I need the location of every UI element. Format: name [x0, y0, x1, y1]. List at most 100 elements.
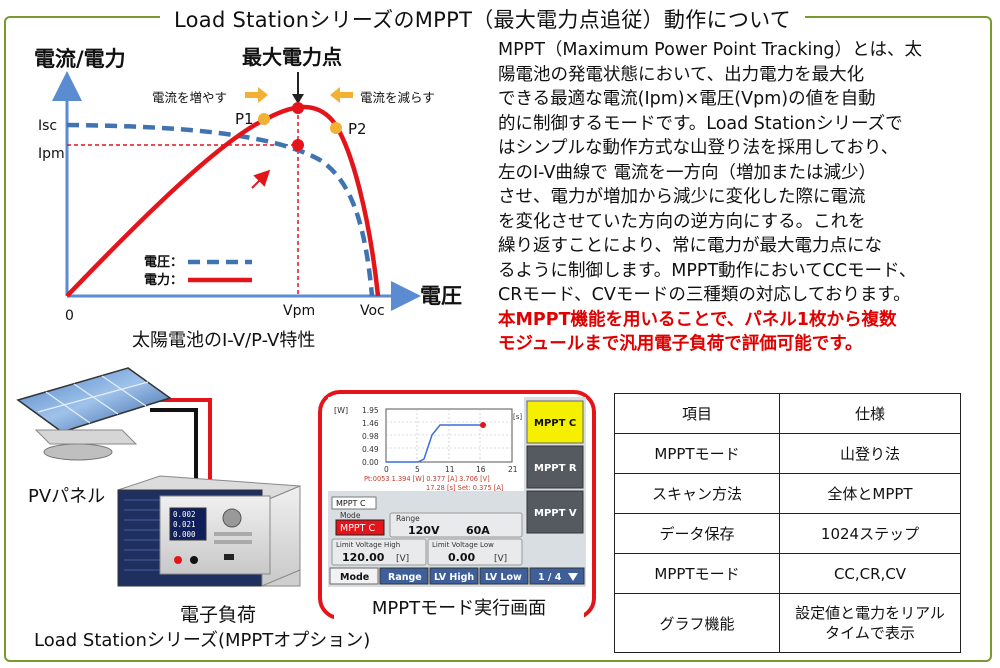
desc-line: るように制御します。MPPT動作においてCCモード、 — [498, 260, 917, 281]
highlight-line: 本MPPT機能を用いることで、パネル1枚から複数 — [498, 309, 897, 330]
p2-label: P2 — [348, 120, 367, 138]
spec-header-cell: 項目 — [614, 393, 780, 434]
screen-x-tick: 5 — [415, 465, 420, 474]
spec-item: MPPTモード — [614, 433, 780, 474]
desc-line: CRモード、CVモードの三種類の対応しております。 — [498, 285, 911, 305]
side-button-mppt-r[interactable]: MPPT R — [526, 445, 584, 489]
origin-label: 0 — [65, 308, 74, 324]
increase-label: 電流を増やす — [152, 90, 227, 105]
spec-item: データ保存 — [614, 513, 780, 554]
screen-power-trace — [386, 424, 483, 463]
screen-y-tick: 1.95 — [362, 406, 379, 415]
spec-header-cell: 仕様 — [779, 393, 961, 434]
spec-row: グラフ機能 設定値と電力をリアル タイムで表示 — [614, 593, 961, 653]
screen-mode-value: MPPT C — [340, 523, 375, 534]
tracking-arrow — [251, 169, 271, 189]
voc-label: Voc — [360, 303, 385, 319]
side-button-mppt-v[interactable]: MPPT V — [526, 490, 584, 534]
bottom-button-lv-low[interactable]: LV Low — [479, 567, 529, 585]
decrease-label: 電流を減らす — [360, 90, 435, 105]
screen-lvl-label: Limit Voltage Low — [432, 541, 494, 549]
screen-lvl-value: 0.00 — [448, 551, 475, 564]
spec-value-line: タイムで表示 — [825, 624, 915, 642]
screen-lvh-value: 120.00 — [342, 551, 385, 564]
max-power-point — [292, 102, 304, 114]
desc-line: できる最適な電流(Ipm)×電圧(Vpm)の値を自動 — [498, 89, 876, 109]
desc-line: はシンプルな動作方式な山登り法を採用しており、 — [498, 138, 899, 158]
screen-readout: Pt:0053 1.394 [W] 0.377 [A] 3.706 [V] — [364, 475, 490, 483]
spec-row: MPPTモード 山登り法 — [614, 433, 961, 474]
svg-text:MPPT V: MPPT V — [534, 508, 577, 519]
device-reading: 0.002 — [173, 510, 196, 519]
decrease-arrow — [330, 87, 353, 103]
screen-x-tick: 11 — [445, 465, 455, 474]
svg-text:1 / 4: 1 / 4 — [538, 572, 562, 583]
screen-x-tick: 0 — [384, 465, 389, 474]
screen-y-tick: 0.98 — [362, 432, 379, 441]
screen-caption: MPPTモード実行画面 — [334, 594, 584, 620]
increase-arrow — [245, 87, 268, 103]
ipm-label: Ipm — [38, 146, 65, 162]
screen-range-label: Range — [396, 514, 420, 523]
bottom-button-lv-high[interactable]: LV High — [429, 567, 479, 585]
spec-row: MPPTモード CC,CR,CV — [614, 553, 961, 594]
spec-item: スキャン方法 — [614, 473, 780, 514]
spec-row: データ保存 1024ステップ — [614, 513, 961, 554]
spec-item: MPPTモード — [614, 553, 780, 594]
screen-mode-tag: MPPT C — [336, 499, 366, 508]
description: MPPT（Maximum Power Point Tracking）とは、太 陽… — [498, 38, 978, 357]
chart-caption: 太陽電池のI-V/P-V特性 — [132, 330, 315, 351]
spec-value: CC,CR,CV — [779, 553, 961, 594]
mppt-screen: [W] 1.95 1.46 0.98 0.49 0.00 [s] 0 5 11 … — [328, 397, 586, 587]
side-button-mppt-c[interactable]: MPPT C — [526, 400, 584, 444]
spec-value: 1024ステップ — [779, 513, 961, 554]
spec-row: スキャン方法 全体とMPPT — [614, 473, 961, 514]
svg-text:LV High: LV High — [434, 572, 474, 583]
desc-line: 陽電池の発電状態において、出力電力を最大化 — [498, 64, 865, 85]
page-down-icon — [568, 573, 578, 581]
load-label: 電子負荷 — [180, 604, 257, 626]
p2-point — [330, 122, 342, 134]
ipm-point — [292, 139, 304, 151]
p1-label: P1 — [235, 110, 254, 128]
p1-point — [258, 113, 270, 125]
peak-label: 最大電力点 — [242, 45, 342, 69]
iv-pv-chart: 電流/電力 電圧 最大電力点 P1 P2 電流を増やす 電流を減らす Isc I… — [34, 45, 462, 351]
spec-value: 山登り法 — [779, 433, 961, 474]
hardware-illustration: 0.002 0.021 0.000 — [16, 367, 301, 587]
x-axis-label: 電圧 — [420, 284, 462, 308]
spec-value-line: 設定値と電力をリアル — [795, 604, 945, 622]
screen-mode-label: Mode — [340, 511, 361, 520]
svg-text:MPPT C: MPPT C — [534, 418, 576, 429]
voltage-curve — [66, 122, 375, 297]
bottom-button-mode[interactable]: Mode — [329, 567, 379, 585]
svg-text:Mode: Mode — [340, 572, 369, 583]
screen-lvh-label: Limit Voltage High — [336, 541, 400, 549]
svg-text:Range: Range — [388, 572, 422, 583]
svg-text:LV Low: LV Low — [485, 572, 522, 583]
spec-value: 設定値と電力をリアル タイムで表示 — [779, 593, 961, 653]
desc-line: 左のI-V曲線で 電流を一方向（増加または減少） — [498, 162, 876, 183]
spec-header-row: 項目 仕様 — [614, 393, 961, 434]
desc-line: させ、電力が増加から減少に変化した際に電流 — [498, 187, 866, 207]
screen-lvh-unit: [V] — [396, 554, 409, 564]
screen-x-unit: [s] — [513, 413, 522, 421]
screen-y-tick: 0.00 — [362, 458, 379, 467]
screen-lvl-unit: [V] — [494, 554, 507, 564]
spec-value: 全体とMPPT — [779, 473, 961, 514]
screen-range-a: 60A — [466, 524, 490, 537]
screen-y-tick: 0.49 — [362, 445, 379, 454]
vpm-label: Vpm — [283, 303, 315, 319]
load-series-label: Load Stationシリーズ(MPPTオプション) — [34, 630, 371, 651]
bottom-button-page[interactable]: 1 / 4 — [529, 567, 585, 585]
bottom-button-range[interactable]: Range — [379, 567, 429, 585]
spec-table: 項目 仕様 MPPTモード 山登り法 スキャン方法 全体とMPPT データ保存 … — [614, 393, 961, 653]
isc-label: Isc — [38, 118, 57, 134]
desc-line: MPPT（Maximum Power Point Tracking）とは、太 — [498, 40, 923, 60]
screen-mode-value-box — [335, 519, 385, 536]
pv-panel — [16, 367, 172, 461]
page-title: Load StationシリーズのMPPT（最大電力点追従）動作について — [160, 4, 806, 34]
highlight-line: モジュールまで汎用電子負荷で評価可能です。 — [498, 334, 863, 354]
svg-text:MPPT R: MPPT R — [534, 463, 577, 474]
device-reading: 0.021 — [173, 520, 196, 529]
